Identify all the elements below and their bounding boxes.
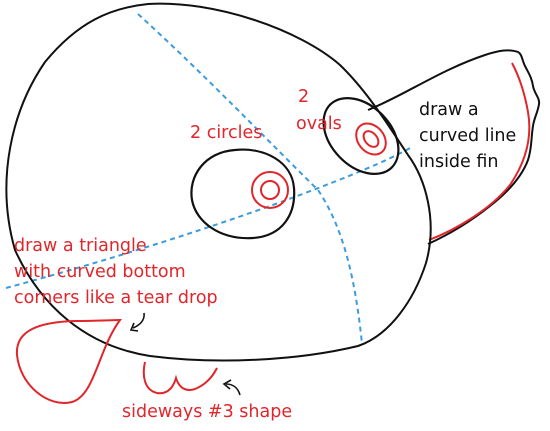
horizontal-guide-line <box>5 146 413 289</box>
fin-outline <box>367 49 541 245</box>
fin-label-line-3: inside fin <box>419 152 499 172</box>
three-shape-arrow <box>225 383 241 396</box>
right-eye-outline <box>322 97 400 175</box>
fin-inner-curve <box>428 62 531 241</box>
three-shape-label: sideways #3 shape <box>122 402 293 422</box>
sideways-three-shape <box>142 361 218 395</box>
triangle-arrow <box>132 312 145 329</box>
teardrop-fin <box>15 318 122 404</box>
three-shape-arrow-head <box>222 379 232 390</box>
triangle-label-line-3: corners like a tear drop <box>14 288 218 308</box>
triangle-arrow-head <box>129 322 139 332</box>
fin-label-line-2: curved line <box>419 126 517 146</box>
right-eye-outer-oval <box>355 122 387 156</box>
triangle-label-line-1: draw a triangle <box>14 236 147 256</box>
fin-label-line-1: draw a <box>419 100 479 120</box>
left-eye-inner-circle <box>260 180 280 200</box>
circles-label: 2 circles <box>190 123 263 143</box>
left-eye-outline <box>190 148 296 240</box>
right-eye-inner-oval <box>362 130 380 148</box>
body-outline <box>5 2 432 362</box>
vertical-guide-line <box>137 13 363 345</box>
ovals-label-line-1: 2 <box>298 87 310 107</box>
triangle-label-line-2: with curved bottom <box>14 262 186 282</box>
ovals-label-line-2: ovals <box>296 114 342 134</box>
left-eye-outer-circle <box>251 171 289 209</box>
